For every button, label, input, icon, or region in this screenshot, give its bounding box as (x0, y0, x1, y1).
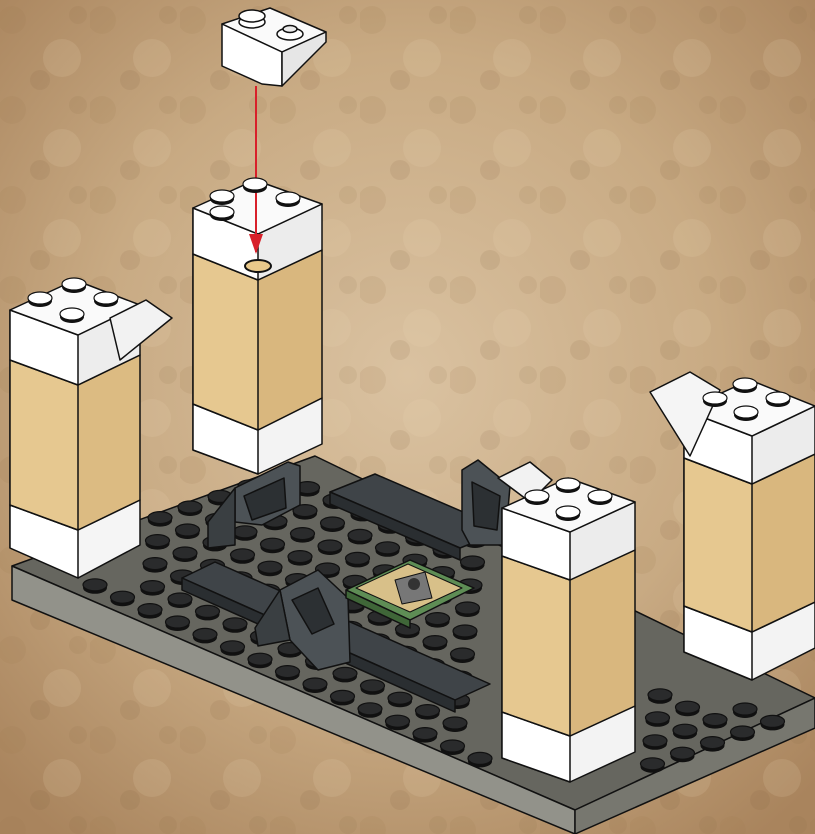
stud (321, 517, 345, 532)
stud (333, 667, 357, 682)
stud (176, 524, 200, 539)
stud (143, 558, 167, 573)
stud (456, 602, 480, 617)
stud (318, 540, 342, 555)
stud (291, 528, 315, 543)
stud (648, 689, 672, 704)
stud (376, 542, 400, 557)
stud (221, 641, 245, 656)
stud (416, 705, 440, 720)
stud (346, 552, 370, 567)
stud (461, 556, 485, 571)
stud (28, 292, 52, 307)
stud (138, 604, 162, 619)
stud (141, 581, 165, 596)
stud (703, 714, 727, 729)
stud (276, 192, 300, 207)
stud (276, 666, 300, 681)
stud (258, 561, 282, 576)
stud (643, 735, 667, 750)
stud (443, 717, 467, 732)
stud (83, 579, 107, 594)
stud (588, 490, 612, 505)
stud (388, 692, 412, 707)
stud (210, 190, 234, 205)
stud (223, 618, 247, 633)
stud (303, 678, 327, 693)
stud (671, 747, 695, 762)
stud (231, 549, 255, 564)
stud (361, 680, 385, 695)
stud (178, 501, 202, 516)
stud (94, 292, 118, 307)
stud (111, 591, 135, 606)
stud (646, 712, 670, 727)
stud (703, 392, 727, 407)
target-stud (245, 260, 271, 272)
stud (426, 613, 450, 628)
stud (734, 406, 758, 421)
stud (146, 535, 170, 550)
stud (196, 605, 220, 620)
stud (525, 490, 549, 505)
stud (193, 628, 217, 643)
stud (243, 178, 267, 193)
stud (248, 653, 272, 668)
stud (701, 737, 725, 752)
stud (731, 726, 755, 741)
stud (62, 278, 86, 293)
column-center (193, 180, 322, 474)
stud (331, 690, 355, 705)
stud (733, 703, 757, 718)
stud (413, 728, 437, 743)
stud (173, 547, 197, 562)
stud (556, 506, 580, 521)
stud (676, 701, 700, 716)
stud (358, 703, 382, 718)
stud (733, 378, 757, 393)
stud (168, 593, 192, 608)
stud (233, 526, 257, 541)
stud (766, 392, 790, 407)
stud (261, 538, 285, 553)
stud (210, 206, 234, 221)
stud (386, 715, 410, 730)
stud (288, 551, 312, 566)
stud (673, 724, 697, 739)
stud (423, 636, 447, 651)
stud (348, 529, 372, 544)
stud (761, 715, 785, 730)
stud (453, 625, 477, 640)
stud (556, 478, 580, 493)
stud (641, 758, 665, 773)
stud (441, 740, 465, 755)
stud (468, 752, 492, 767)
stud (451, 648, 475, 663)
stud (166, 616, 190, 631)
stud (148, 512, 172, 527)
stud (60, 308, 84, 323)
